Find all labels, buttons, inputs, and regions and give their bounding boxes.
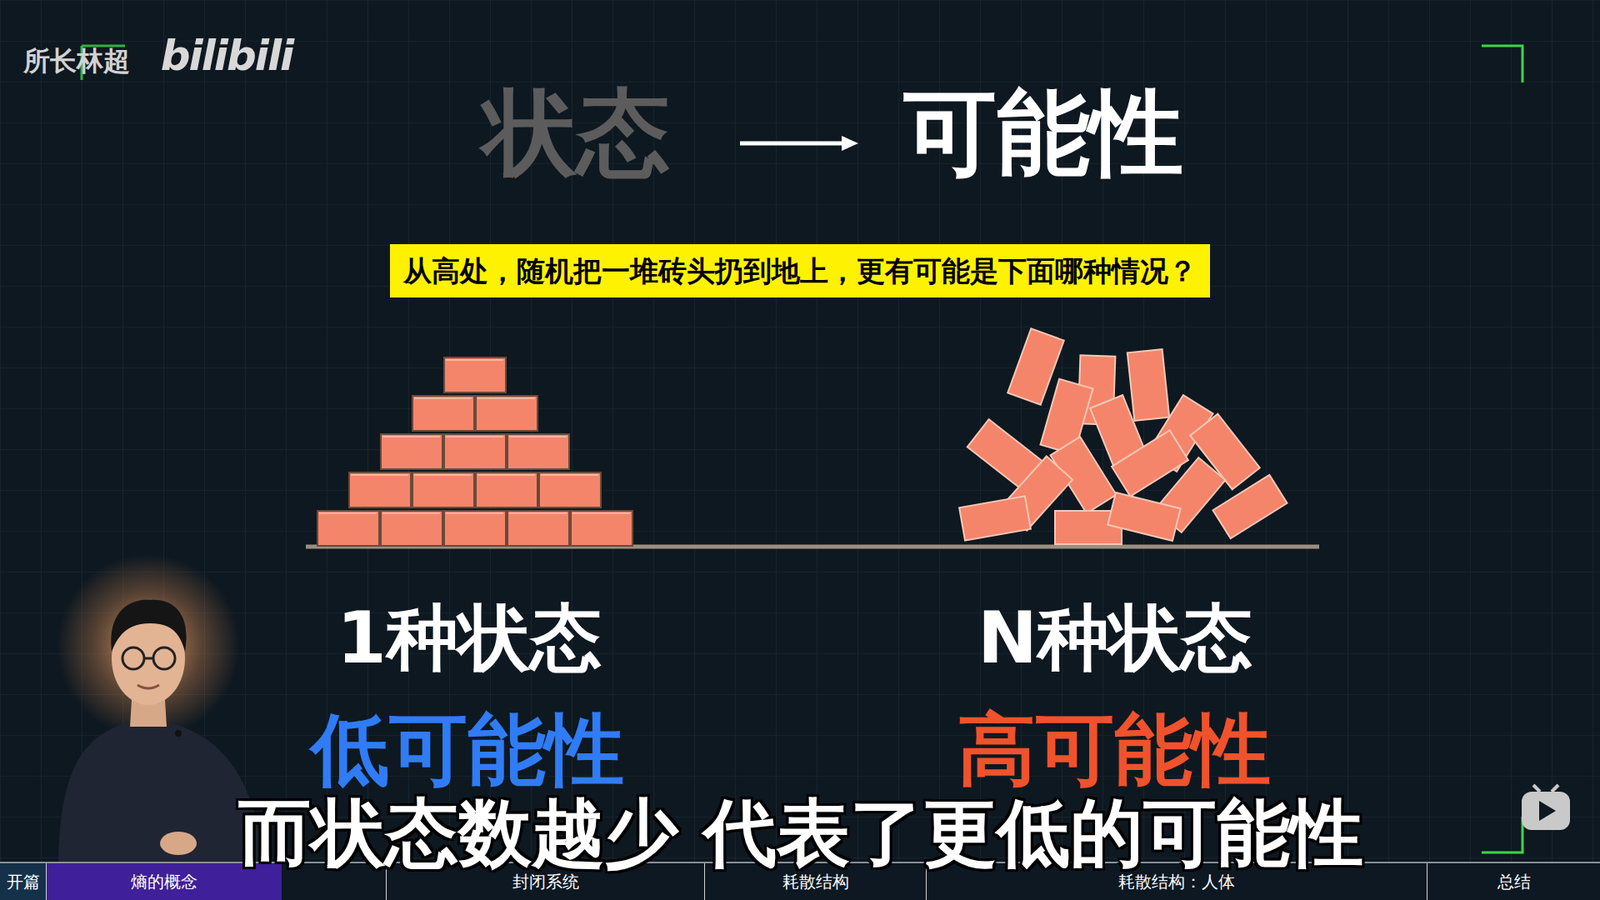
state-count: 1种状态 [336, 596, 602, 680]
svg-path [110, 600, 186, 652]
probability-label: 高可能性 [957, 705, 1271, 795]
svg-line [1551, 785, 1559, 792]
svg-line [144, 657, 154, 660]
probability-label: 低可能性 [310, 705, 625, 795]
svg-circle [175, 730, 182, 737]
brick [475, 395, 538, 431]
svg-polygon [1539, 800, 1556, 821]
svg-circle [56, 554, 240, 738]
brick [1127, 349, 1170, 421]
chapter-title: 熵的概念 [130, 870, 198, 894]
svg-path [1481, 45, 1523, 83]
svg-rect [1521, 791, 1570, 830]
brick [380, 510, 443, 546]
brick [1040, 379, 1094, 455]
brick-highlight [414, 397, 472, 400]
brick-highlight [572, 512, 630, 515]
brick [444, 434, 506, 470]
svg-polygon [841, 135, 859, 151]
brick [959, 495, 1031, 540]
brick-highlight [445, 359, 504, 361]
brick-highlight [540, 474, 599, 476]
svg-ellipse [160, 831, 197, 855]
corner-brackets [81, 45, 1523, 853]
svg-path [58, 718, 265, 863]
play-icon [1521, 785, 1570, 830]
brick-highlight [445, 435, 504, 438]
brick [1212, 475, 1287, 539]
svg-path [137, 685, 160, 689]
title-word: 状态 [483, 79, 670, 187]
brick [475, 472, 538, 508]
brick-highlight [350, 474, 409, 476]
brick [412, 472, 475, 508]
question-text: 从高处，随机把一堆砖头扔到地上，更有可能是下面哪种情况？ [403, 252, 1197, 290]
brick [444, 510, 506, 546]
brick [570, 510, 633, 546]
brick-highlight [382, 512, 440, 515]
svg-line [1533, 785, 1540, 792]
brick [349, 472, 411, 508]
svg-circle [122, 647, 145, 670]
state-count: N种状态 [977, 596, 1253, 680]
brick [380, 434, 443, 470]
brick [507, 434, 570, 470]
brick [539, 472, 601, 508]
chapter-title: 开篇 [6, 870, 40, 894]
watermark-logo: bilibili [160, 32, 293, 81]
channel-name: 所长林超 [23, 45, 130, 77]
brick [507, 510, 570, 546]
brick-pyramid [317, 357, 633, 546]
brick-highlight [477, 397, 535, 400]
brick-pile [959, 328, 1287, 545]
title-arrow [740, 135, 859, 151]
question-banner: 从高处，随机把一堆砖头扔到地上，更有可能是下面哪种情况？ [390, 244, 1210, 298]
svg-circle [153, 647, 175, 670]
chapter-tab: 开篇 [0, 863, 46, 900]
brick [412, 395, 475, 431]
brick-highlight [509, 512, 567, 515]
title-word: 可能性 [903, 79, 1184, 187]
brick-highlight [319, 512, 377, 515]
subtitle: 而状态数越少 代表了更低的可能性 [238, 790, 1365, 875]
chapter-tab: 总结 [1426, 863, 1600, 900]
brick [1107, 492, 1180, 541]
brick-highlight [414, 474, 472, 476]
brick-highlight [445, 512, 504, 515]
brick-highlight [509, 435, 567, 438]
brick [444, 357, 506, 393]
presenter [56, 554, 265, 863]
svg-path [1481, 816, 1523, 853]
brick-highlight [477, 474, 535, 476]
brick [317, 510, 380, 546]
svg-line [740, 141, 844, 146]
chapter-title: 总结 [1497, 870, 1531, 894]
brick-highlight [382, 435, 440, 438]
